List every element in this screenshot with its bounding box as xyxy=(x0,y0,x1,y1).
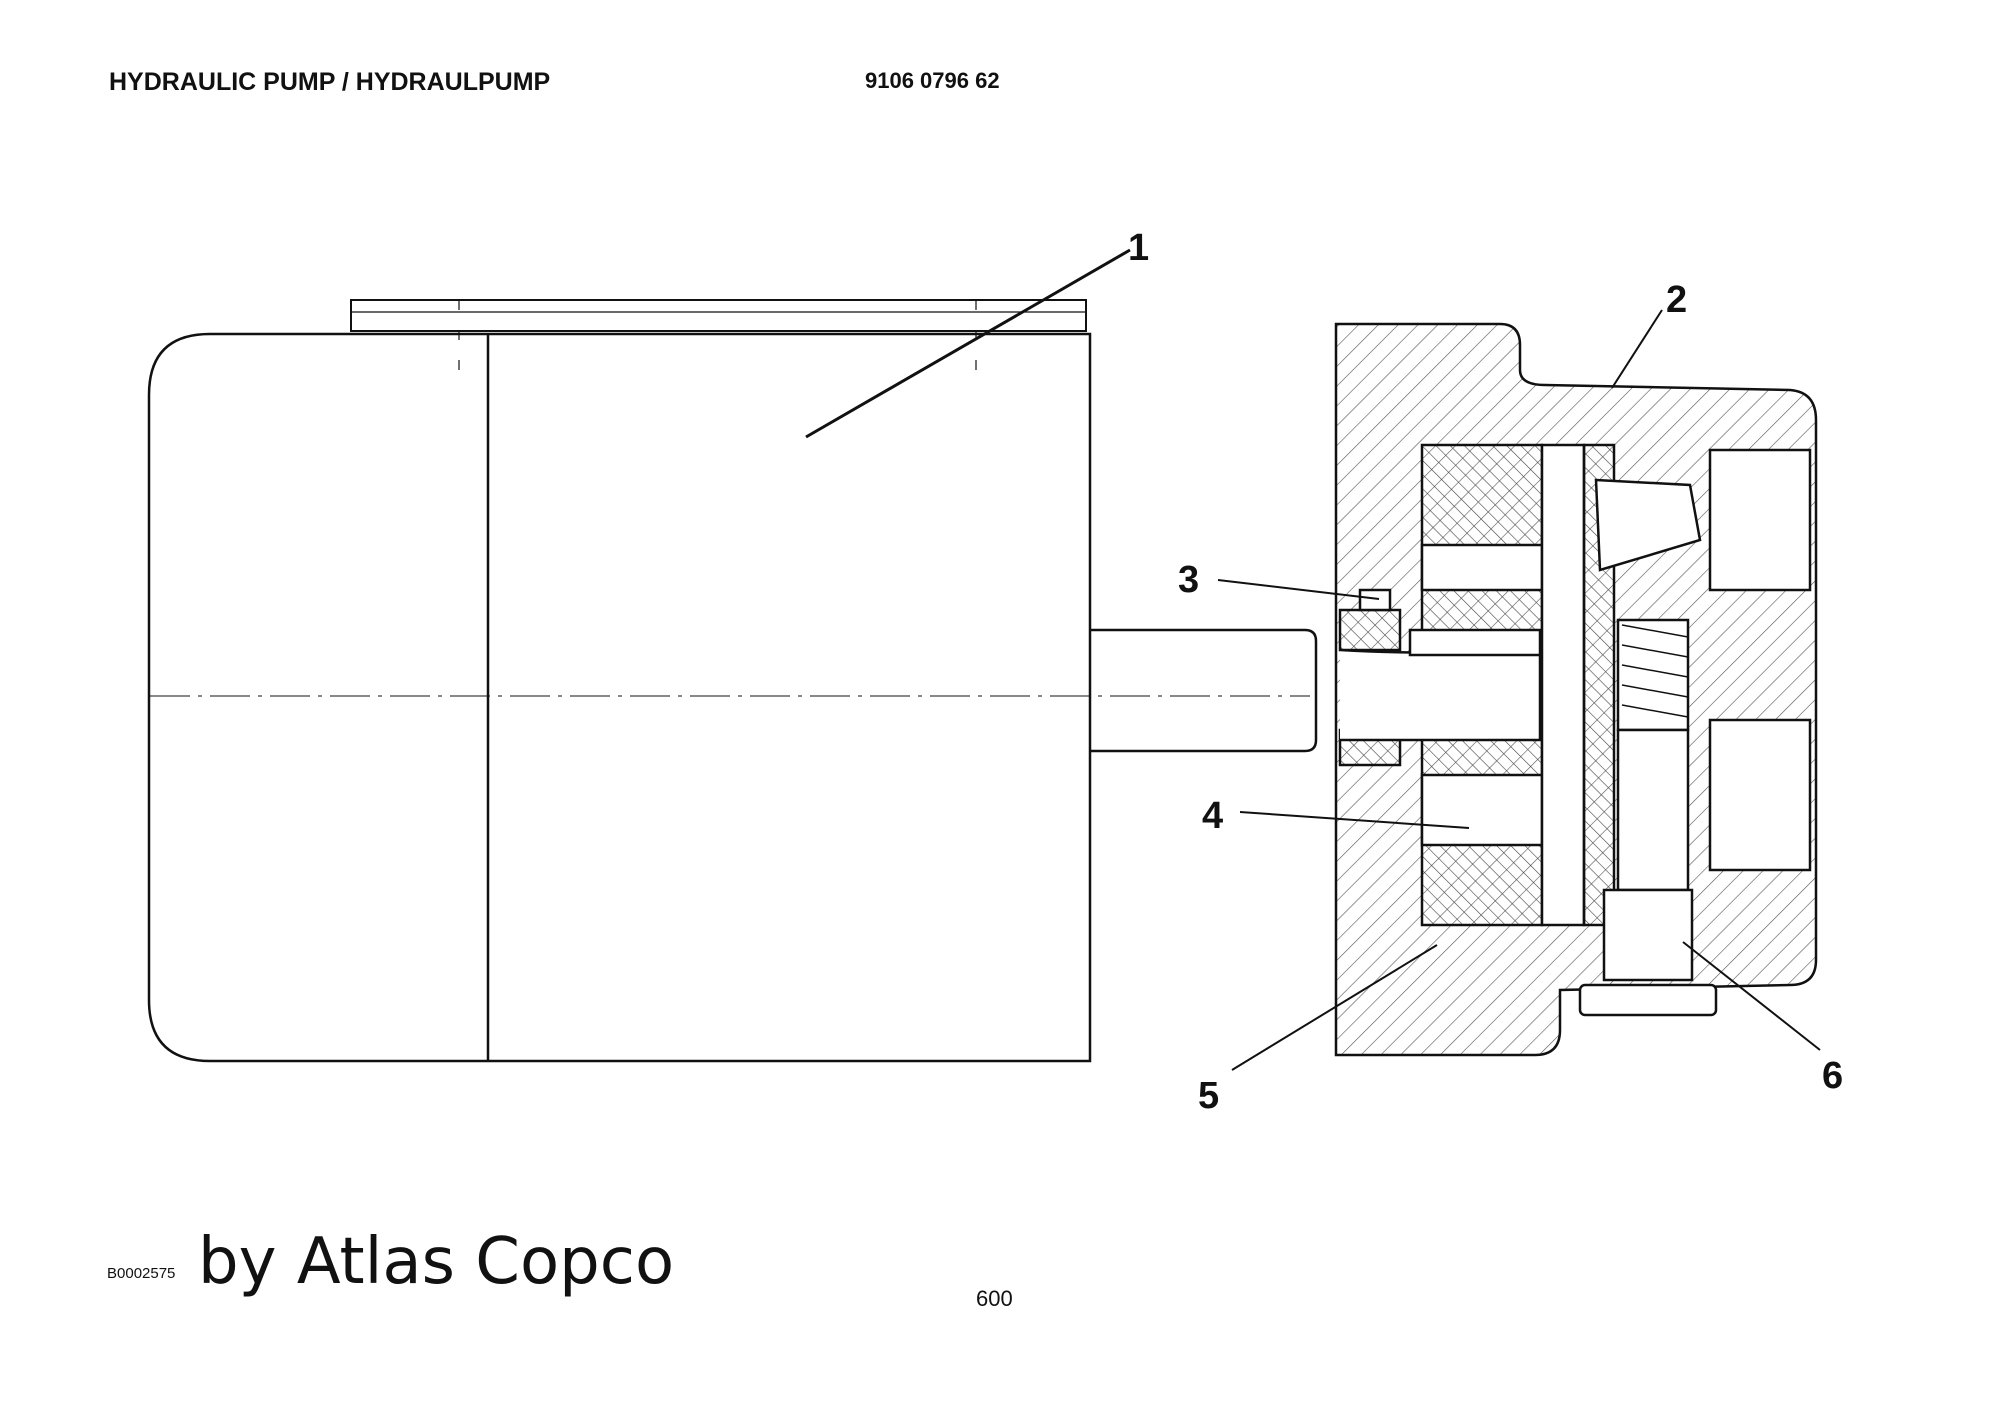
document-id: B0002575 xyxy=(107,1265,176,1282)
callout-6: 6 xyxy=(1822,1055,1843,1097)
part-number: 9106 0796 62 xyxy=(865,68,1000,93)
callout-4: 4 xyxy=(1202,795,1223,837)
brand-text: by Atlas Copco xyxy=(198,1225,675,1299)
motor-shaft xyxy=(1090,628,1318,753)
callout-1: 1 xyxy=(1128,227,1149,269)
electric-motor xyxy=(147,299,1092,1063)
drawing-title: HYDRAULIC PUMP / HYDRAULPUMP xyxy=(109,68,551,96)
callout-5: 5 xyxy=(1198,1075,1219,1117)
callout-2: 2 xyxy=(1666,279,1687,321)
pump-housing xyxy=(1334,322,1818,1057)
page-number: 600 xyxy=(976,1286,1013,1311)
callout-3: 3 xyxy=(1178,559,1199,601)
